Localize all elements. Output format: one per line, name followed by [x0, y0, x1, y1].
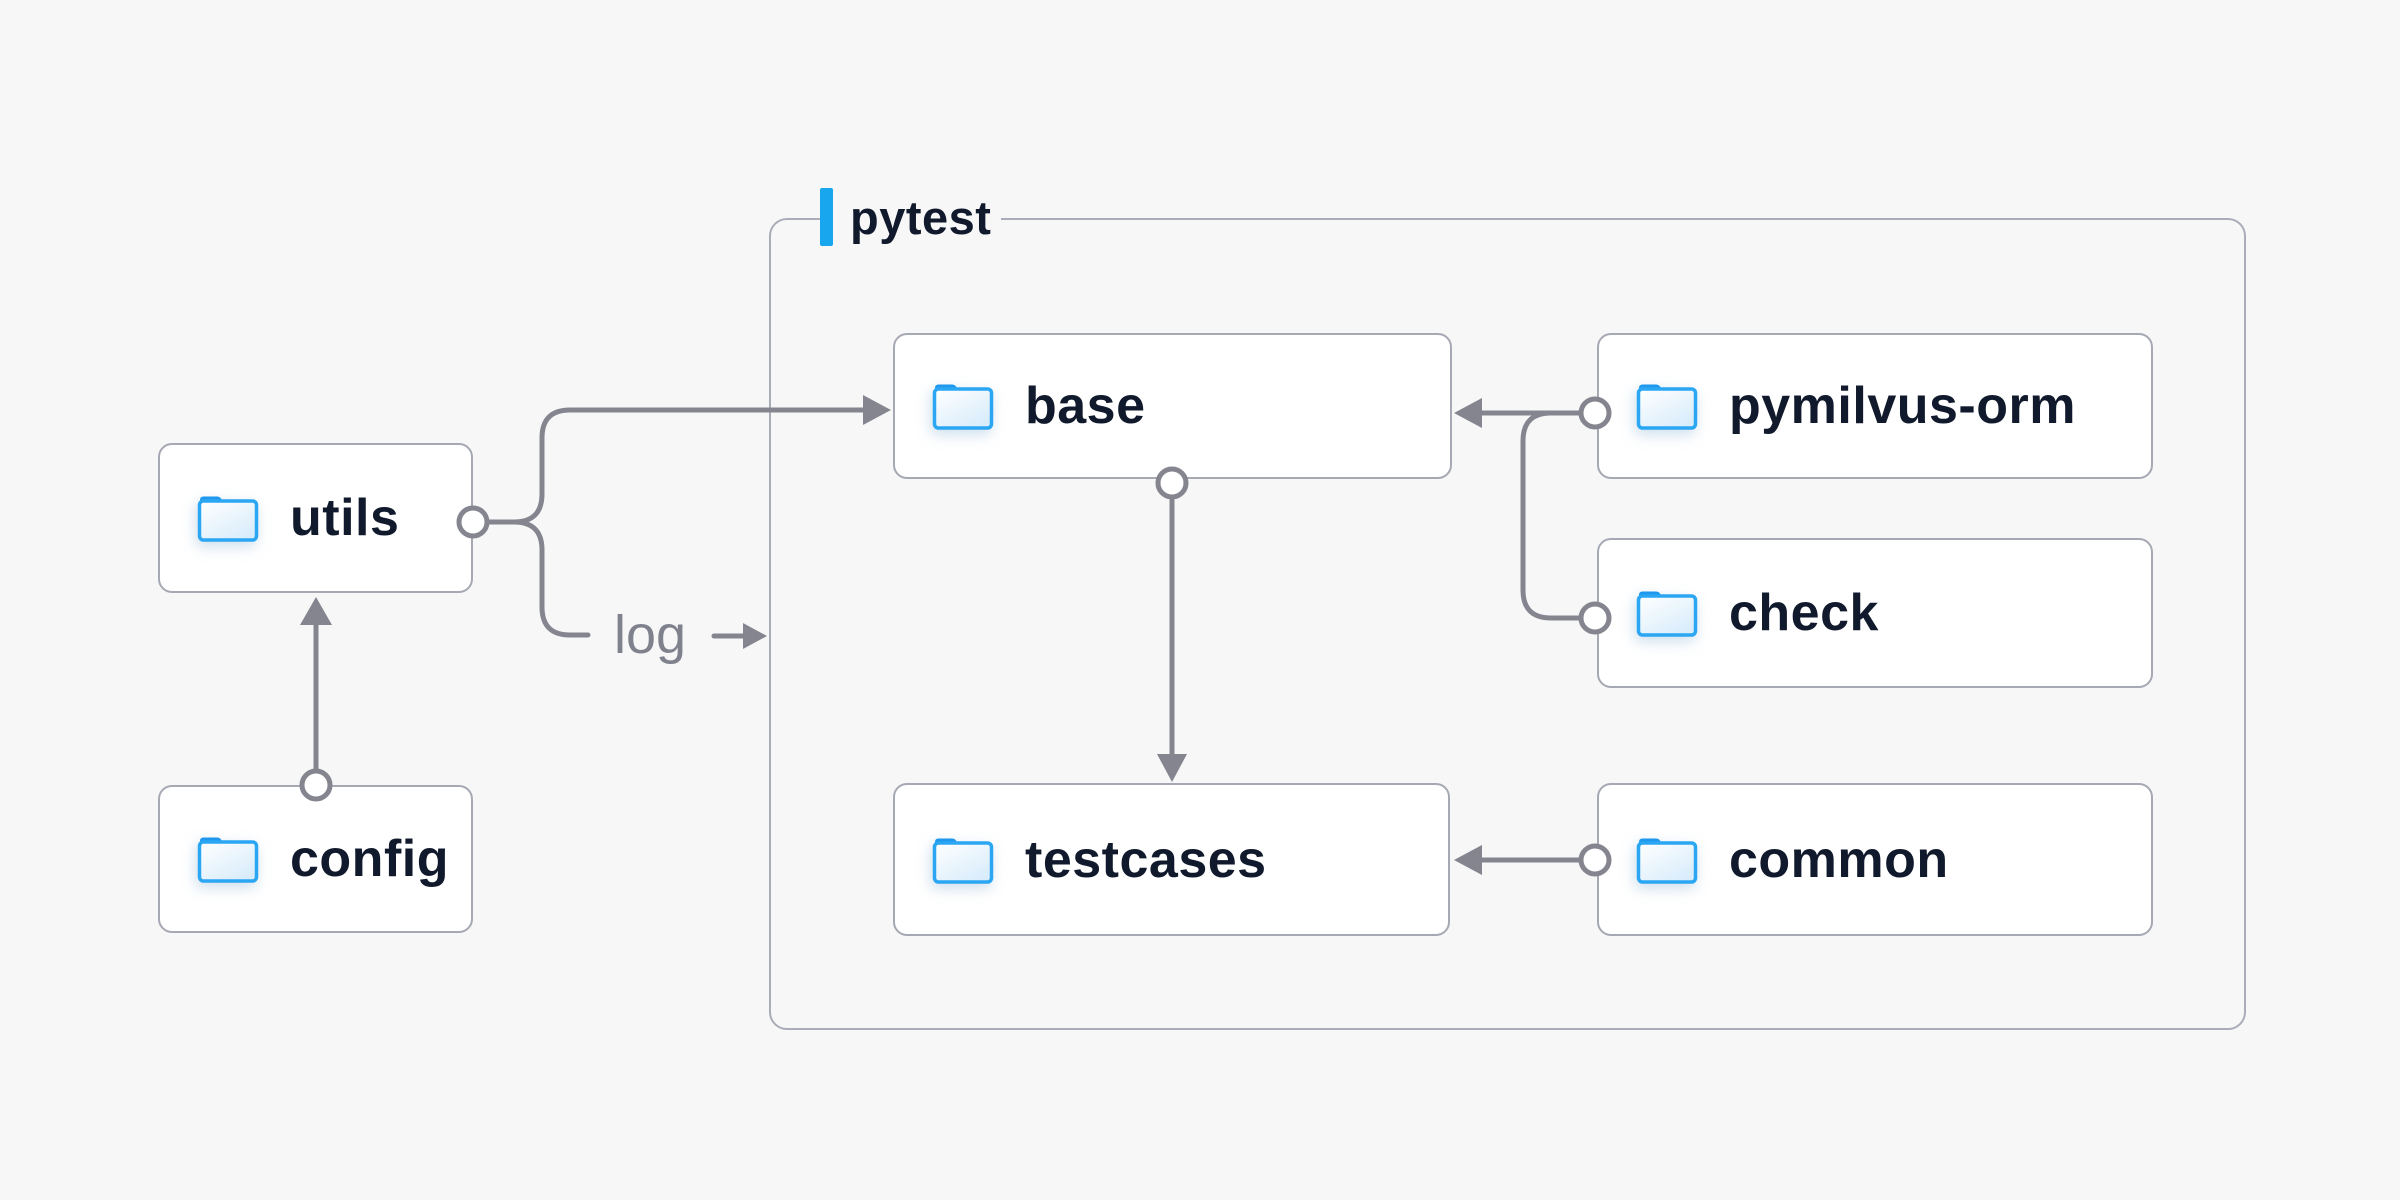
pytest-group — [769, 218, 2246, 1030]
node-config[interactable]: config — [158, 785, 473, 933]
node-label: common — [1729, 830, 1949, 889]
node-label: base — [1025, 377, 1146, 435]
folder-icon — [1636, 838, 1698, 884]
edge-log-pytest-arrow — [711, 623, 767, 649]
folder-icon — [197, 837, 259, 883]
node-label: config — [290, 830, 449, 888]
pytest-group-label-text: pytest — [850, 190, 992, 244]
node-label: utils — [290, 489, 400, 547]
node-common[interactable]: common — [1597, 783, 2153, 936]
node-pymilvus-orm[interactable]: pymilvus-orm — [1597, 333, 2153, 479]
node-testcases[interactable]: testcases — [893, 783, 1450, 936]
node-label: check — [1729, 584, 1879, 642]
node-label: testcases — [1025, 830, 1267, 889]
pytest-group-label: pytest — [820, 188, 1002, 246]
edge-label-log: log — [613, 605, 687, 665]
folder-icon — [932, 838, 994, 884]
folder-icon — [1636, 591, 1698, 637]
node-check[interactable]: check — [1597, 538, 2153, 688]
edge-config-utils — [299, 597, 333, 802]
edge-utils-log — [456, 505, 591, 638]
node-label: pymilvus-orm — [1729, 377, 2076, 435]
folder-icon — [932, 384, 994, 430]
folder-icon — [197, 496, 259, 542]
folder-icon — [1636, 384, 1698, 430]
node-utils[interactable]: utils — [158, 443, 473, 593]
accent-bar-icon — [820, 188, 833, 246]
node-base[interactable]: base — [893, 333, 1452, 479]
